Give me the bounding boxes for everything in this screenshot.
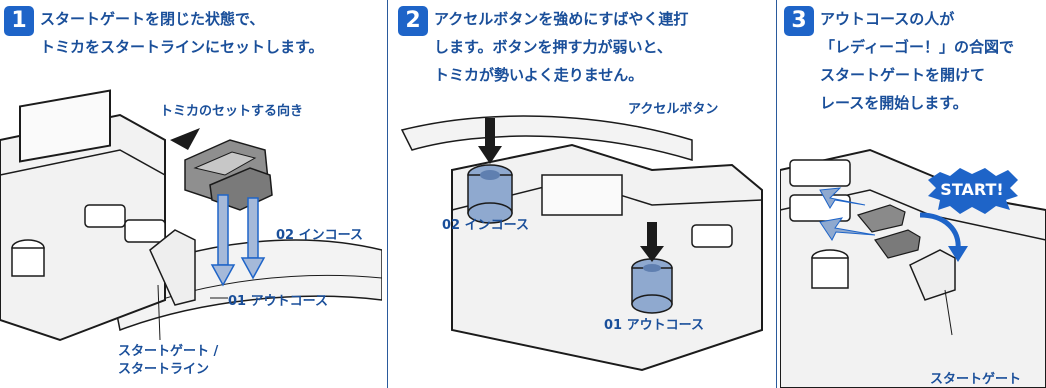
step-instruction-line: 「レディーゴー！」の合図で xyxy=(820,38,1014,56)
step-instruction-line: します。ボタンを押す力が弱いと、 xyxy=(434,38,672,56)
track-illustration-3 xyxy=(780,148,1046,388)
step-instruction-line: アウトコースの人が xyxy=(820,10,955,28)
step-instruction-line: スタートゲートを閉じた状態で、 xyxy=(40,10,265,28)
track-illustration-1 xyxy=(0,89,382,342)
step-instruction-line: スタートゲートを開けて xyxy=(820,66,986,84)
out-course-label: 01 アウトコース xyxy=(228,294,328,309)
gate-label-line2: スタートライン xyxy=(118,362,210,377)
start-burst-label: START! xyxy=(940,180,1004,199)
step-number: 3 xyxy=(784,6,814,36)
in-course-label: 02 インコース xyxy=(442,218,529,233)
step-number: 1 xyxy=(4,6,34,36)
step-number: 2 xyxy=(398,6,428,36)
gate-label: スタートゲート xyxy=(930,372,1022,387)
step-instruction-line: トミカが勢いよく走りません。 xyxy=(434,66,644,84)
out-course-label: 01 アウトコース xyxy=(604,318,704,333)
panel-divider xyxy=(776,0,777,388)
step-3-panel: 3 アウトコースの人が 「レディーゴー！」の合図で スタートゲートを開けて レー… xyxy=(780,0,1046,388)
in-course-label: 02 インコース xyxy=(276,228,363,243)
car-direction-label: トミカのセットする向き xyxy=(160,104,304,119)
step-instruction-line: レースを開始します。 xyxy=(820,94,968,112)
gate-label-line1: スタートゲート / xyxy=(118,344,219,359)
track-illustration-2 xyxy=(400,115,763,372)
step-1-panel: 1 スタートゲートを閉じた状態で、 トミカをスタートラインにセットします。 トミ… xyxy=(0,0,382,388)
step-2-panel: 2 アクセルボタンを強めにすばやく連打 します。ボタンを押す力が弱いと、 トミカ… xyxy=(392,0,772,388)
step-instruction-line: トミカをスタートラインにセットします。 xyxy=(40,38,324,56)
step-instruction-line: アクセルボタンを強めにすばやく連打 xyxy=(434,10,689,28)
accel-button-label: アクセルボタン xyxy=(628,102,719,117)
panel-divider xyxy=(387,0,388,388)
